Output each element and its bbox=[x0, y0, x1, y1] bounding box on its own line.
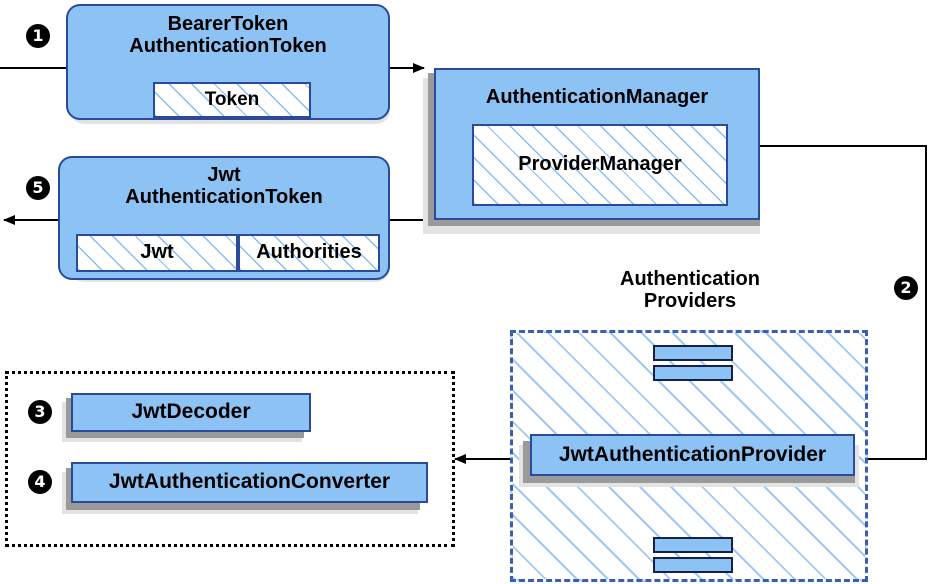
jwt-authentication-provider-label: JwtAuthenticationProvider bbox=[558, 442, 827, 466]
step-marker-1: 1 bbox=[26, 24, 50, 48]
step-marker-3: 3 bbox=[28, 400, 52, 424]
provider-placeholder-bar-bottom-1 bbox=[653, 537, 733, 553]
provider-manager-label: ProviderManager bbox=[518, 153, 682, 176]
token-field-box[interactable]: Token bbox=[153, 82, 311, 118]
jwt-decoder-label: JwtDecoder bbox=[131, 400, 251, 424]
jwt-field-box[interactable]: Jwt bbox=[76, 234, 238, 272]
jwt-authentication-converter-label: JwtAuthenticationConverter bbox=[108, 470, 391, 494]
provider-manager-box[interactable]: ProviderManager bbox=[472, 124, 728, 206]
jwt-authentication-converter-box[interactable]: JwtAuthenticationConverter bbox=[71, 462, 428, 503]
jwt-field-label: Jwt bbox=[140, 241, 174, 264]
bearer-token-title-line2: AuthenticationToken bbox=[129, 34, 327, 57]
jwt-authentication-token-box[interactable]: Jwt AuthenticationToken Jwt Authorities bbox=[58, 156, 390, 280]
bearer-token-title: BearerToken AuthenticationToken bbox=[68, 13, 388, 57]
step-marker-3-number: 3 bbox=[34, 402, 46, 421]
authentication-manager-box[interactable]: AuthenticationManager ProviderManager bbox=[434, 68, 760, 220]
jwt-token-title: Jwt AuthenticationToken bbox=[60, 164, 388, 208]
authorities-field-label: Authorities bbox=[256, 241, 362, 264]
provider-placeholder-bar-top-2 bbox=[653, 365, 733, 381]
authentication-providers-title-line1: Authentication bbox=[620, 268, 760, 290]
authentication-providers-title-line2: Providers bbox=[643, 290, 737, 313]
jwt-support-components-region bbox=[5, 371, 455, 547]
step-marker-5-number: 5 bbox=[32, 178, 44, 197]
jwt-decoder-box[interactable]: JwtDecoder bbox=[71, 393, 311, 432]
jwt-token-title-line1: Jwt bbox=[207, 164, 241, 186]
bearer-token-authentication-token-box[interactable]: BearerToken AuthenticationToken Token bbox=[66, 4, 390, 120]
authentication-providers-title: Authentication Providers bbox=[560, 268, 820, 313]
bearer-token-title-line1: BearerToken bbox=[167, 13, 289, 35]
authorities-field-box[interactable]: Authorities bbox=[238, 234, 380, 272]
jwt-authentication-provider-box[interactable]: JwtAuthenticationProvider bbox=[530, 434, 855, 476]
provider-placeholder-bar-bottom-2 bbox=[653, 557, 733, 573]
token-field-label: Token bbox=[204, 88, 260, 110]
step-marker-4-number: 4 bbox=[34, 472, 46, 491]
step-marker-2: 2 bbox=[894, 276, 918, 300]
provider-placeholder-bar-top-1 bbox=[653, 345, 733, 361]
step-marker-1-number: 1 bbox=[32, 26, 44, 45]
step-marker-2-number: 2 bbox=[900, 278, 912, 297]
jwt-token-title-line2: AuthenticationToken bbox=[125, 185, 323, 208]
authentication-manager-title: AuthenticationManager bbox=[485, 86, 709, 108]
step-marker-4: 4 bbox=[28, 470, 52, 494]
step-marker-5: 5 bbox=[26, 176, 50, 200]
